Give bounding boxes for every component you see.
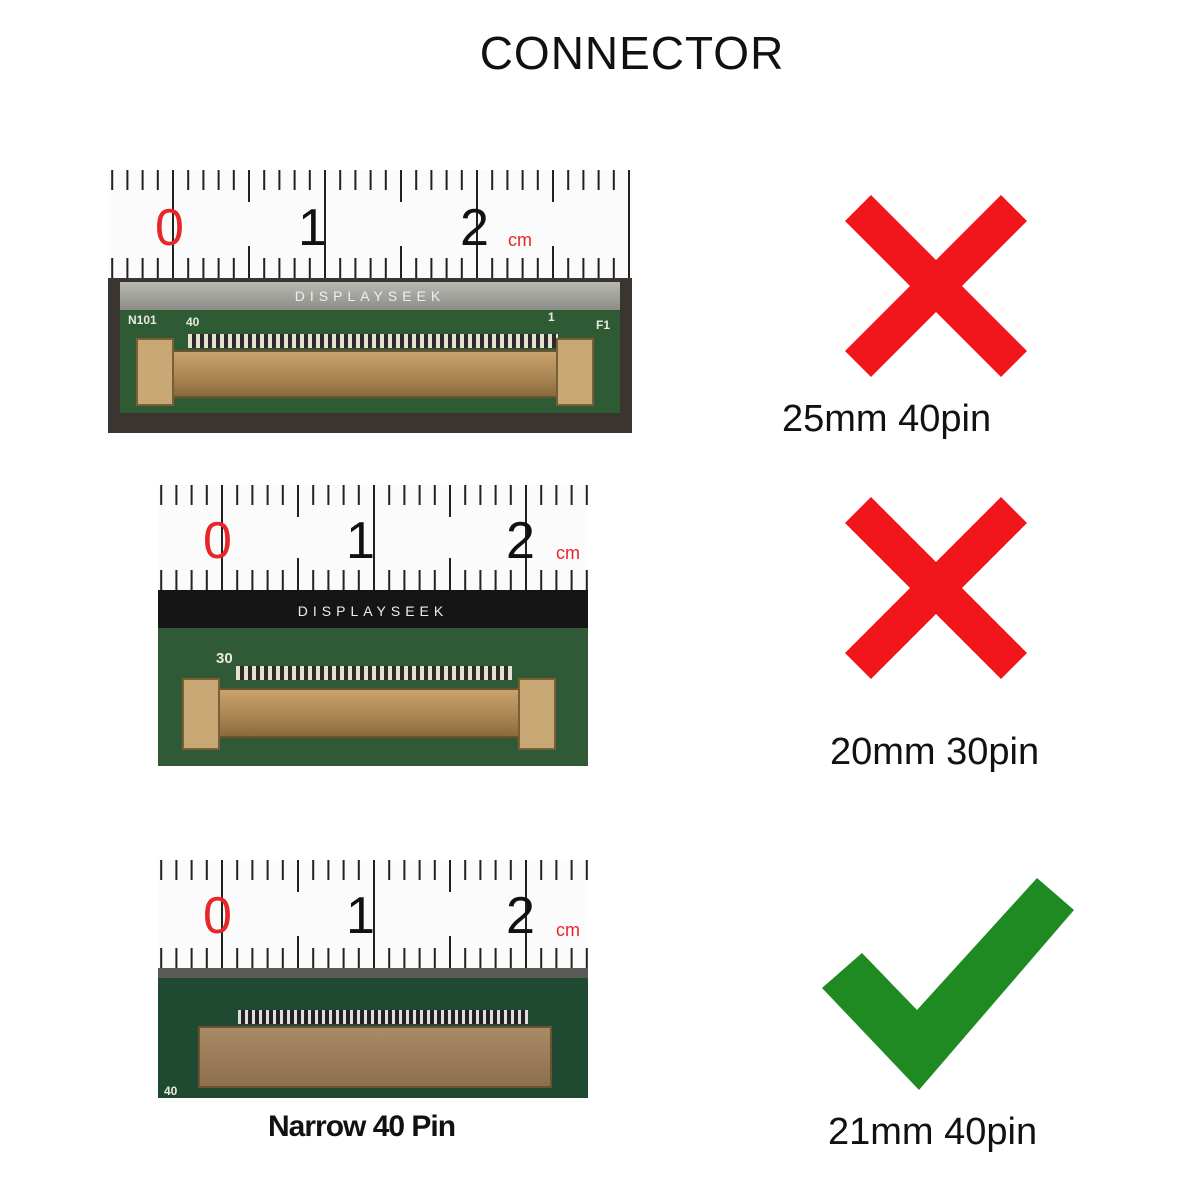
ruler-ticks xyxy=(160,485,588,590)
caption-narrow-40-pin: Narrow 40 Pin xyxy=(268,1110,456,1143)
ruler-mark-0: 0 xyxy=(203,512,232,570)
ruler-mark-2: 2 xyxy=(506,887,535,945)
pcb-label: F1 xyxy=(596,318,611,332)
connector xyxy=(198,1026,552,1088)
ruler-unit: cm xyxy=(508,230,532,250)
connector xyxy=(192,688,556,738)
ruler: 0 1 2 cm xyxy=(158,485,588,590)
ruler-mark-0: 0 xyxy=(203,887,232,945)
ruler-mark-2: 2 xyxy=(460,199,489,257)
connector-photo-20mm: 0 1 2 cm DISPLAYSEEK 30 xyxy=(158,485,588,766)
ruler-mark-1: 1 xyxy=(298,199,327,257)
connector-photo-21mm: 0 1 2 cm 40 xyxy=(158,860,588,1098)
connector-photo-25mm: 0 1 2 cm DISPLAYSEEK N101 40 1 F1 xyxy=(108,170,632,433)
check-mark-icon xyxy=(822,878,1074,1090)
connector xyxy=(148,350,592,398)
page-title: CONNECTOR xyxy=(479,27,785,79)
spec-label-25mm: 25mm 40pin xyxy=(782,398,992,440)
spec-label-20mm: 20mm 30pin xyxy=(830,731,1040,773)
ruler-mark-2: 2 xyxy=(506,512,535,570)
pcb-label: 40 xyxy=(186,315,200,329)
pcb-board: DISPLAYSEEK 30 xyxy=(158,590,588,766)
pcb-label: N101 xyxy=(128,313,157,327)
ruler: 0 1 2 cm xyxy=(158,860,588,968)
brand-label: DISPLAYSEEK xyxy=(294,288,446,304)
pcb-board: 40 xyxy=(158,968,588,1098)
ruler-unit: cm xyxy=(556,920,580,940)
ruler-mark-1: 1 xyxy=(346,512,375,570)
pcb-label: 40 xyxy=(164,1084,178,1098)
ruler-mark-1: 1 xyxy=(346,887,375,945)
spec-label-21mm: 21mm 40pin xyxy=(828,1111,1038,1153)
ruler-unit: cm xyxy=(556,543,580,563)
pcb-label: 30 xyxy=(216,650,233,667)
x-mark-icon xyxy=(845,497,1027,679)
pcb-label: 1 xyxy=(548,310,555,324)
ruler-ticks xyxy=(111,170,630,278)
x-mark-icon xyxy=(845,195,1027,377)
brand-label: DISPLAYSEEK xyxy=(297,603,449,619)
ruler: 0 1 2 cm xyxy=(108,170,632,278)
ruler-mark-0: 0 xyxy=(155,199,184,257)
ruler-ticks xyxy=(160,860,588,968)
pcb-board: DISPLAYSEEK N101 40 1 F1 xyxy=(108,278,632,433)
